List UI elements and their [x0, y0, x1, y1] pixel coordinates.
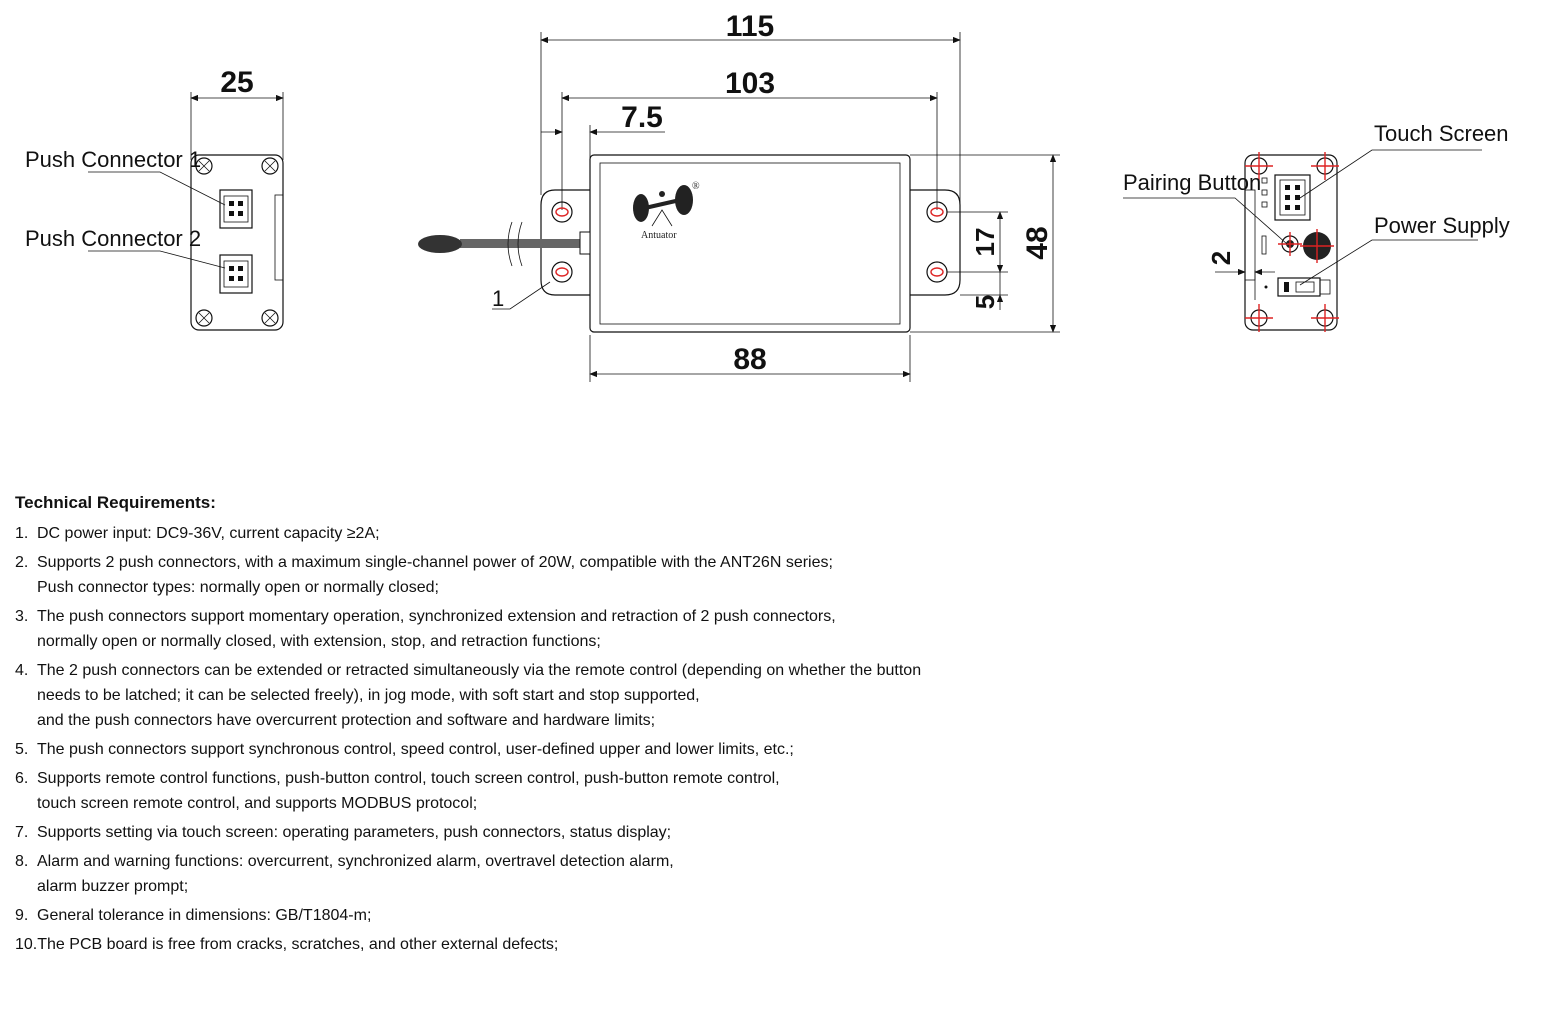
list-item-line: Supports remote control functions, push-… — [37, 770, 780, 787]
dimension-7-5: 7.5 — [621, 101, 663, 134]
touch-screen-connector-icon — [1274, 174, 1311, 221]
list-item-line: DC power input: DC9-36V, current capacit… — [37, 525, 380, 542]
list-item-text: Supports setting via touch screen: opera… — [37, 820, 1015, 845]
right-end-view: 2 Touch Screen Pairing Button Power Supp… — [1123, 121, 1510, 332]
touch-screen-label: Touch Screen — [1374, 121, 1509, 146]
list-item: 8. Alarm and warning functions: overcurre… — [15, 849, 1015, 899]
logo-registered: ® — [692, 181, 700, 192]
list-item-line: normally open or normally closed, with e… — [37, 633, 601, 650]
list-item: 9. General tolerance in dimensions: GB/T1… — [15, 903, 1015, 928]
list-item-number: 8. — [15, 853, 29, 870]
list-item: 6. Supports remote control functions, pus… — [15, 766, 1015, 816]
list-item-line: Push connector types: normally open or n… — [37, 579, 439, 596]
screw-icon — [195, 309, 213, 327]
list-item-line: needs to be latched; it can be selected … — [37, 687, 700, 704]
list-item-number: 5. — [15, 741, 29, 758]
mounting-hole-icon — [551, 261, 573, 283]
list-item-line: Alarm and warning functions: overcurrent… — [37, 853, 674, 870]
screw-icon — [1245, 152, 1273, 180]
mounting-hole-icon — [551, 201, 573, 223]
screw-icon — [1311, 304, 1339, 332]
item-1-label: 1 — [492, 286, 504, 311]
list-item-number: 1. — [15, 525, 29, 542]
list-item-number: 10. — [15, 936, 38, 953]
list-item-number: 9. — [15, 907, 29, 924]
list-item-text: The 2 push connectors can be extended or… — [37, 658, 1015, 733]
list-item-line: The 2 push connectors can be extended or… — [37, 662, 922, 679]
pairing-button-icon — [1278, 232, 1302, 256]
screw-icon — [1245, 304, 1273, 332]
screw-icon — [195, 157, 213, 175]
list-item-line: The PCB board is free from cracks, scrat… — [37, 936, 559, 953]
list-item-line: The push connectors support momentary op… — [37, 608, 836, 625]
list-item: 5. The push connectors support synchronou… — [15, 737, 1015, 762]
list-item-text: DC power input: DC9-36V, current capacit… — [37, 521, 1015, 546]
connector-2-icon — [219, 254, 253, 294]
technical-requirements: Technical Requirements: 1. DC power input… — [15, 490, 1015, 961]
dimension-2: 2 — [1206, 251, 1236, 265]
list-item-text: The push connectors support synchronous … — [37, 737, 1015, 762]
list-item-text: Supports 2 push connectors, with a maxim… — [37, 550, 1015, 600]
list-item-text: General tolerance in dimensions: GB/T180… — [37, 903, 1015, 928]
list-item-text: Supports remote control functions, push-… — [37, 766, 1015, 816]
mounting-hole-icon — [926, 261, 948, 283]
list-item-line: Supports setting via touch screen: opera… — [37, 824, 672, 841]
pairing-button-label: Pairing Button — [1123, 170, 1261, 195]
dimension-115: 115 — [726, 10, 774, 43]
screw-icon — [1311, 152, 1339, 180]
power-supply-label: Power Supply — [1374, 213, 1510, 238]
list-item: 3. The push connectors support momentary … — [15, 604, 1015, 654]
list-item-line: General tolerance in dimensions: GB/T180… — [37, 907, 372, 924]
list-item-number: 7. — [15, 824, 29, 841]
list-item-number: 4. — [15, 662, 29, 679]
requirements-list: 1. DC power input: DC9-36V, current capac… — [15, 521, 1015, 957]
list-item: 1. DC power input: DC9-36V, current capac… — [15, 521, 1015, 546]
list-item-number: 3. — [15, 608, 29, 625]
list-item-text: Alarm and warning functions: overcurrent… — [37, 849, 1015, 899]
logo-brand: Antuator — [641, 230, 677, 241]
front-view: 115 103 7.5 1 — [418, 10, 1060, 382]
power-supply-connector-icon — [1264, 277, 1331, 297]
dimension-48: 48 — [1021, 226, 1054, 259]
list-item-text: The push connectors support momentary op… — [37, 604, 1015, 654]
pin-marks-icon — [1261, 177, 1268, 255]
list-item: 4. The 2 push connectors can be extended … — [15, 658, 1015, 733]
list-item-number: 2. — [15, 554, 29, 571]
list-item-line: alarm buzzer prompt; — [37, 878, 189, 895]
dimension-103: 103 — [725, 67, 775, 100]
list-item-number: 6. — [15, 770, 29, 787]
list-item: 2. Supports 2 push connectors, with a max… — [15, 550, 1015, 600]
antuator-logo-icon: Antuator ® — [633, 181, 700, 241]
screw-icon — [261, 309, 279, 327]
list-item: 7. Supports setting via touch screen: ope… — [15, 820, 1015, 845]
antenna-icon — [418, 221, 591, 267]
list-item-line: Supports 2 push connectors, with a maxim… — [37, 554, 833, 571]
technical-drawing: 25 Push Connector 1 — [25, 10, 1510, 382]
connector-1-icon — [219, 189, 253, 229]
dimension-88: 88 — [733, 343, 766, 376]
list-item: 10.The PCB board is free from cracks, sc… — [15, 932, 1015, 957]
requirements-title: Technical Requirements: — [15, 493, 216, 512]
list-item-text: The PCB board is free from cracks, scrat… — [37, 932, 1015, 957]
dimension-17: 17 — [970, 228, 1000, 257]
list-item-line: touch screen remote control, and support… — [37, 795, 478, 812]
dimension-25: 25 — [220, 66, 253, 99]
buzzer-icon — [1300, 229, 1334, 263]
list-item-line: and the push connectors have overcurrent… — [37, 712, 656, 729]
push-connector-1-label: Push Connector 1 — [25, 147, 201, 172]
push-connector-2-label: Push Connector 2 — [25, 226, 201, 251]
left-end-view: 25 Push Connector 1 — [25, 66, 284, 331]
list-item-line: The push connectors support synchronous … — [37, 741, 794, 758]
dimension-5: 5 — [970, 295, 1000, 309]
screw-icon — [261, 157, 279, 175]
